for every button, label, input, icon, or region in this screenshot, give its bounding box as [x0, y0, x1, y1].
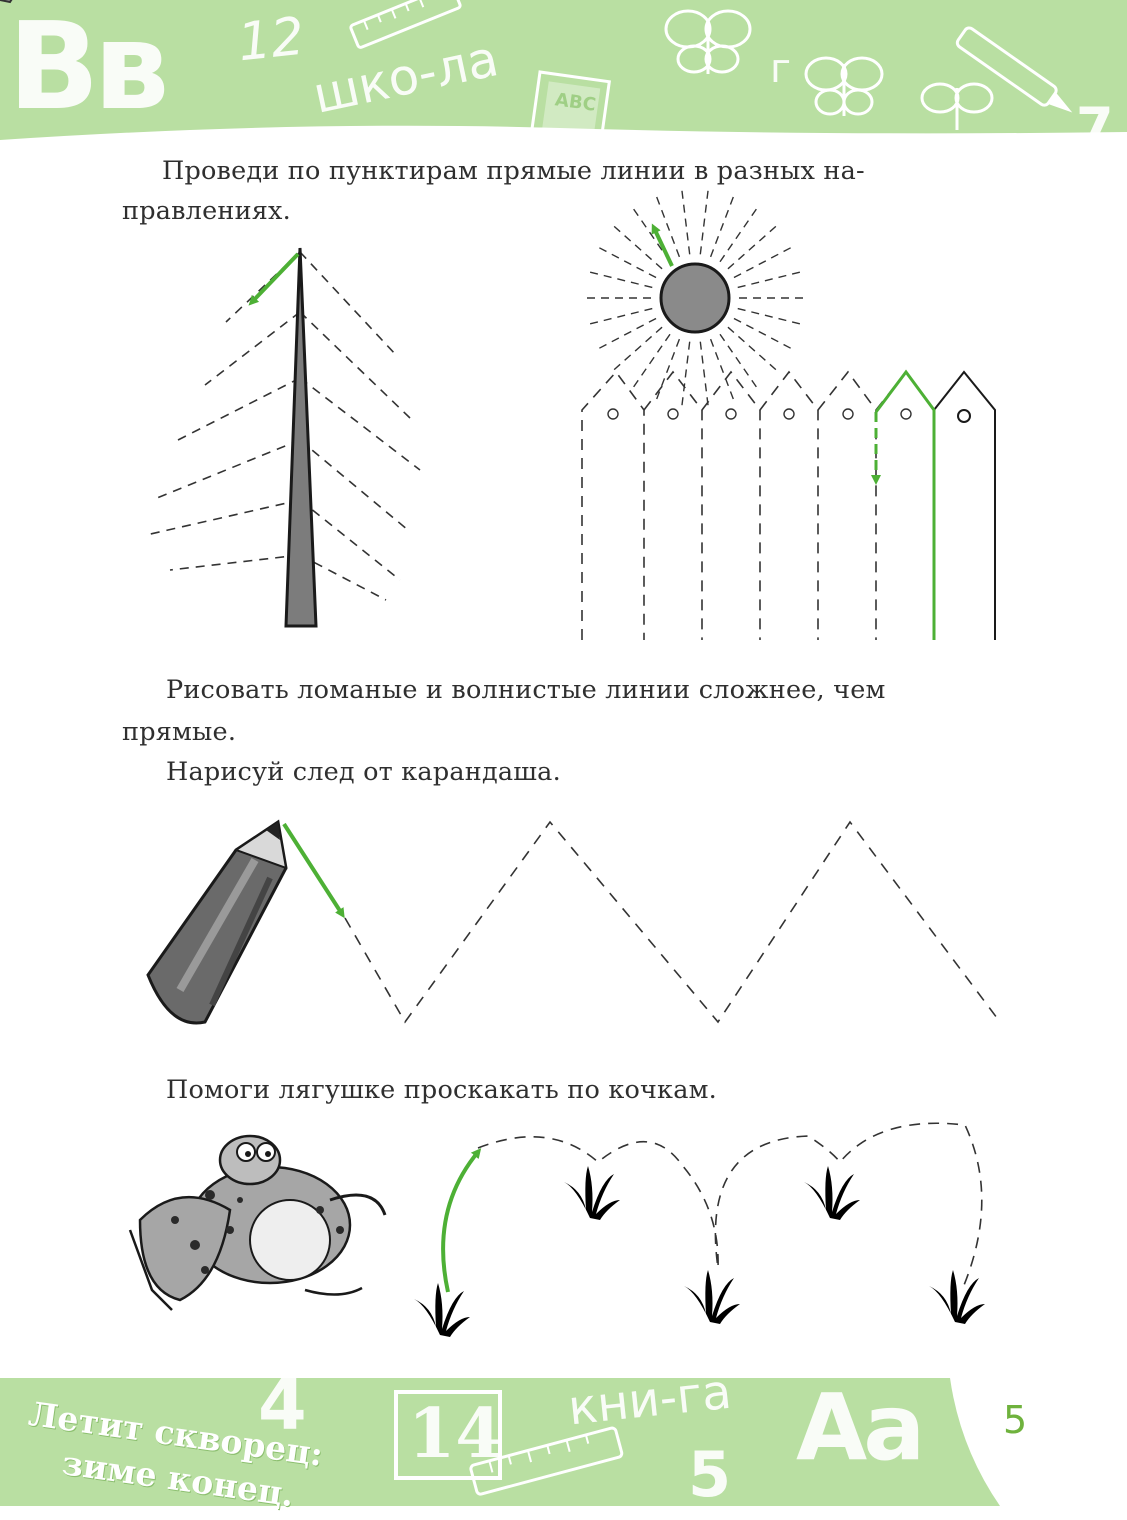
sun-ray — [719, 208, 757, 263]
tree-dashed-branches — [145, 251, 421, 601]
header-wave — [0, 125, 1127, 150]
sun-ray — [727, 326, 777, 371]
sun-ray — [719, 333, 757, 388]
butterfly-icon — [920, 82, 994, 130]
header-corner-number: 7 — [1076, 96, 1114, 150]
sun-ray — [737, 271, 801, 289]
sun-arrow — [651, 223, 674, 267]
task1-text-line1: Проведи по пунктирам прямые линии в разн… — [162, 156, 865, 186]
sun-ray — [613, 225, 663, 270]
header-small-letter: г — [770, 46, 792, 92]
header-illustrations — [349, 0, 1073, 150]
tree-trunk — [284, 247, 318, 628]
sun-ray — [633, 333, 671, 388]
sun-ray — [589, 307, 653, 325]
pencil-arrow — [282, 822, 345, 919]
sun-ray — [656, 196, 681, 258]
sun-ray — [709, 196, 734, 258]
sun-ray — [699, 341, 709, 406]
footer-letters: Аа — [796, 1378, 925, 1481]
sun-icon — [587, 190, 803, 406]
task3-text: Нарисуй след от карандаша. — [166, 757, 561, 787]
sun-ray — [613, 326, 663, 371]
footer-number-block: 14 — [408, 1394, 503, 1474]
task2-text-line2: прямые. — [122, 717, 237, 747]
sun-ray — [733, 317, 791, 349]
sun-ray — [589, 271, 653, 289]
fence-dashed-pickets — [581, 370, 935, 640]
tree-arrow — [248, 252, 300, 306]
frog-arrow — [441, 1148, 482, 1293]
fence-green-trace — [874, 369, 936, 640]
footer-illustrations — [394, 1390, 624, 1496]
fence-picket-holes — [607, 408, 912, 420]
header-band: Вв 12 шко-ла — [0, 0, 1127, 150]
hop-dashed-path — [477, 1122, 983, 1291]
sun-ray — [633, 208, 671, 263]
sun-ray — [681, 341, 691, 406]
pen-icon — [955, 26, 1073, 113]
zigzag-dashed-path — [344, 820, 1001, 1024]
sun-ray — [599, 247, 657, 279]
frog-icon — [128, 1134, 387, 1311]
footer-shape — [950, 1378, 1127, 1506]
pencil-icon — [146, 819, 288, 1025]
sun-ray — [681, 190, 691, 255]
footer-number-bottom: 5 — [688, 1438, 732, 1506]
butterfly-icon — [664, 9, 752, 74]
sun-ray — [737, 307, 801, 325]
sun-ray — [656, 338, 681, 400]
task1-text-line2: правлениях. — [122, 196, 291, 226]
sun-ray — [709, 338, 734, 400]
header-letters: Вв — [8, 0, 169, 137]
task2-text-line1: Рисовать ломаные и волнистые линии сложн… — [166, 675, 886, 705]
sun-ray — [733, 247, 791, 279]
task4-text: Помоги лягушке проскакать по кочкам. — [166, 1075, 717, 1105]
ruler-icon — [349, 0, 462, 49]
page-number: 5 — [1003, 1398, 1028, 1442]
sun-ray — [599, 317, 657, 349]
sun-ray — [699, 190, 709, 255]
sun-ray — [727, 225, 777, 270]
tree-icon — [145, 247, 421, 628]
grass-tuft-icon — [0, 0, 13, 4]
fence-icon — [581, 369, 996, 640]
ruler-icon — [469, 1426, 624, 1496]
book-icon — [526, 70, 612, 150]
sun-disc — [659, 262, 731, 334]
sun-dashed-rays — [587, 190, 803, 406]
footer-band: 4 14 кни-га Аа 5 — [0, 1378, 1127, 1506]
fence-solid-hole — [957, 409, 971, 423]
fence-solid-picket — [933, 370, 996, 640]
butterfly-icon — [804, 56, 884, 116]
footer-number-left: 4 — [258, 1378, 307, 1446]
